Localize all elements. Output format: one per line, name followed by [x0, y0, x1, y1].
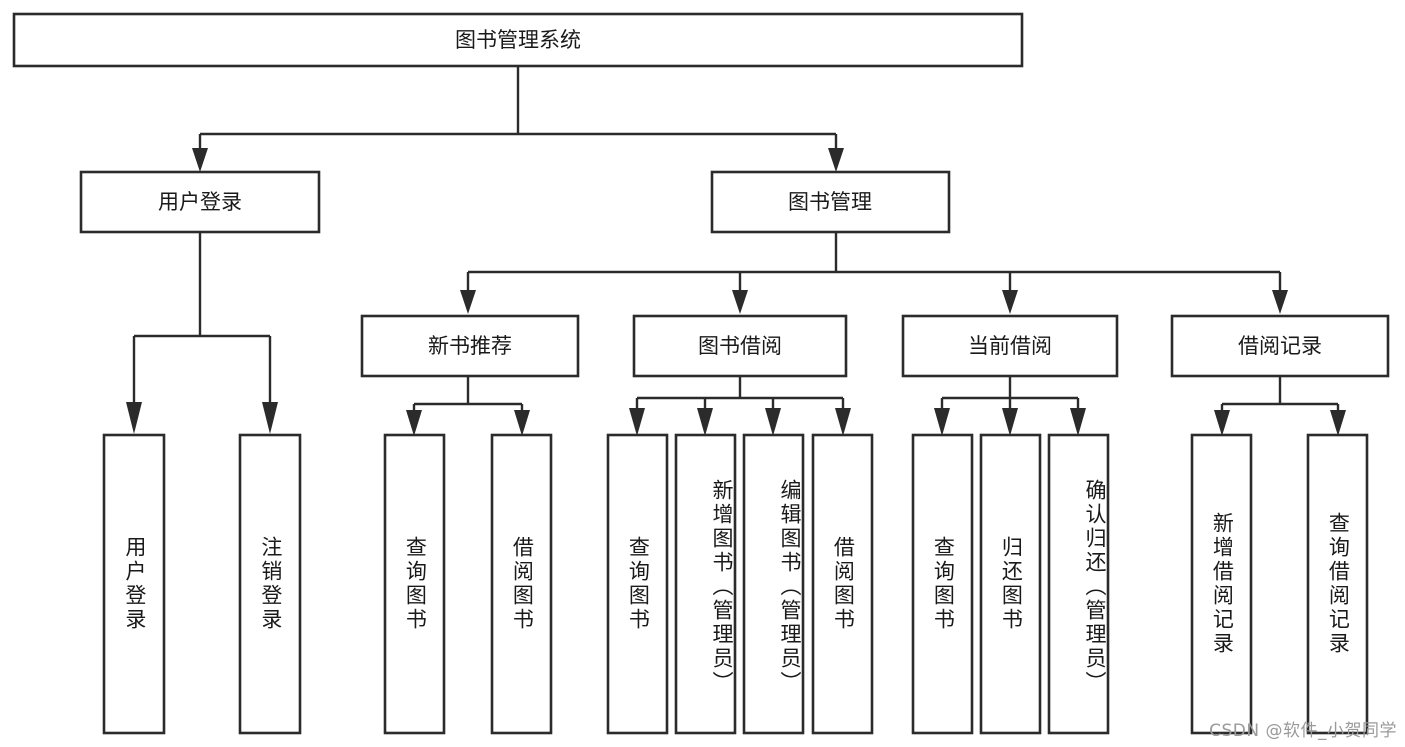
edges-root-to-level2 [192, 66, 844, 172]
edges-newbook-to-leaves [406, 376, 530, 436]
node-leaf-query-book-1[interactable] [383, 433, 446, 735]
edges-record-to-leaves [1214, 376, 1346, 436]
node-new-book-recommend-label: 新书推荐 [428, 334, 512, 358]
watermark-text: CSDN @软件_小贺同学 [1209, 721, 1397, 741]
arrow-to-user-login-icon [192, 148, 208, 172]
arrow-to-leaf-queryrecord-icon [1330, 410, 1346, 436]
arrow-to-leaf-userlogin-icon [126, 402, 142, 434]
arrow-to-newbook-icon [460, 290, 476, 314]
node-leaf-borrow-book-1[interactable] [490, 433, 553, 735]
node-leaf-query-book-2[interactable] [606, 433, 669, 735]
arrow-to-leaf-addbook-icon [697, 408, 713, 436]
node-current-borrow[interactable] [901, 314, 1119, 378]
node-borrow-record[interactable] [1170, 314, 1390, 378]
node-leaf-add-book[interactable] [674, 433, 737, 735]
arrow-to-current-icon [1002, 290, 1018, 314]
node-leaf-confirm-return[interactable] [1047, 433, 1110, 735]
node-leaf-query-record[interactable] [1306, 433, 1369, 735]
node-book-management[interactable] [710, 170, 951, 234]
arrow-to-borrow-icon [732, 290, 748, 314]
node-current-borrow-label: 当前借阅 [968, 334, 1052, 358]
node-leaf-user-login[interactable] [102, 433, 166, 735]
node-leaf-borrow-book-2[interactable] [811, 433, 874, 735]
arrow-to-leaf-addrecord-icon [1214, 410, 1230, 436]
node-borrow-record-label: 借阅记录 [1238, 334, 1322, 358]
edges-borrow-to-leaves [629, 376, 851, 436]
node-leaf-query-book-3[interactable] [911, 433, 974, 735]
arrow-to-leaf-editbook-icon [765, 408, 781, 436]
node-leaf-add-record[interactable] [1190, 433, 1253, 735]
node-book-borrow-label: 图书借阅 [698, 334, 782, 358]
node-new-book-recommend[interactable] [360, 314, 580, 378]
node-user-login-label: 用户登录 [158, 190, 242, 214]
node-root-label: 图书管理系统 [455, 28, 581, 52]
arrow-to-leaf-query3-icon [934, 408, 950, 436]
edges-current-to-leaves [934, 376, 1086, 436]
arrow-to-record-icon [1272, 290, 1288, 314]
arrow-to-book-mgmt-icon [828, 148, 844, 172]
arrow-to-leaf-confirm-icon [1070, 408, 1086, 436]
node-book-management-label: 图书管理 [788, 190, 872, 214]
node-root[interactable] [12, 12, 1024, 68]
arrow-to-leaf-logout-icon [262, 402, 278, 434]
arrow-to-leaf-return-icon [1002, 408, 1018, 436]
node-leaf-logout[interactable] [238, 433, 302, 735]
arrow-to-leaf-query1-icon [406, 410, 422, 436]
arrow-to-leaf-borrowbook2-icon [835, 408, 851, 436]
node-leaf-edit-book[interactable] [742, 433, 805, 735]
node-user-login[interactable] [79, 170, 321, 234]
arrow-to-leaf-query2-icon [629, 408, 645, 436]
edges-userlogin-to-leaves [126, 232, 278, 434]
arrow-to-leaf-borrowbook1-icon [514, 410, 530, 436]
node-book-borrow[interactable] [632, 314, 848, 378]
edges-bookmgmt-to-level3 [460, 232, 1288, 314]
node-leaf-return-book[interactable] [979, 433, 1042, 735]
